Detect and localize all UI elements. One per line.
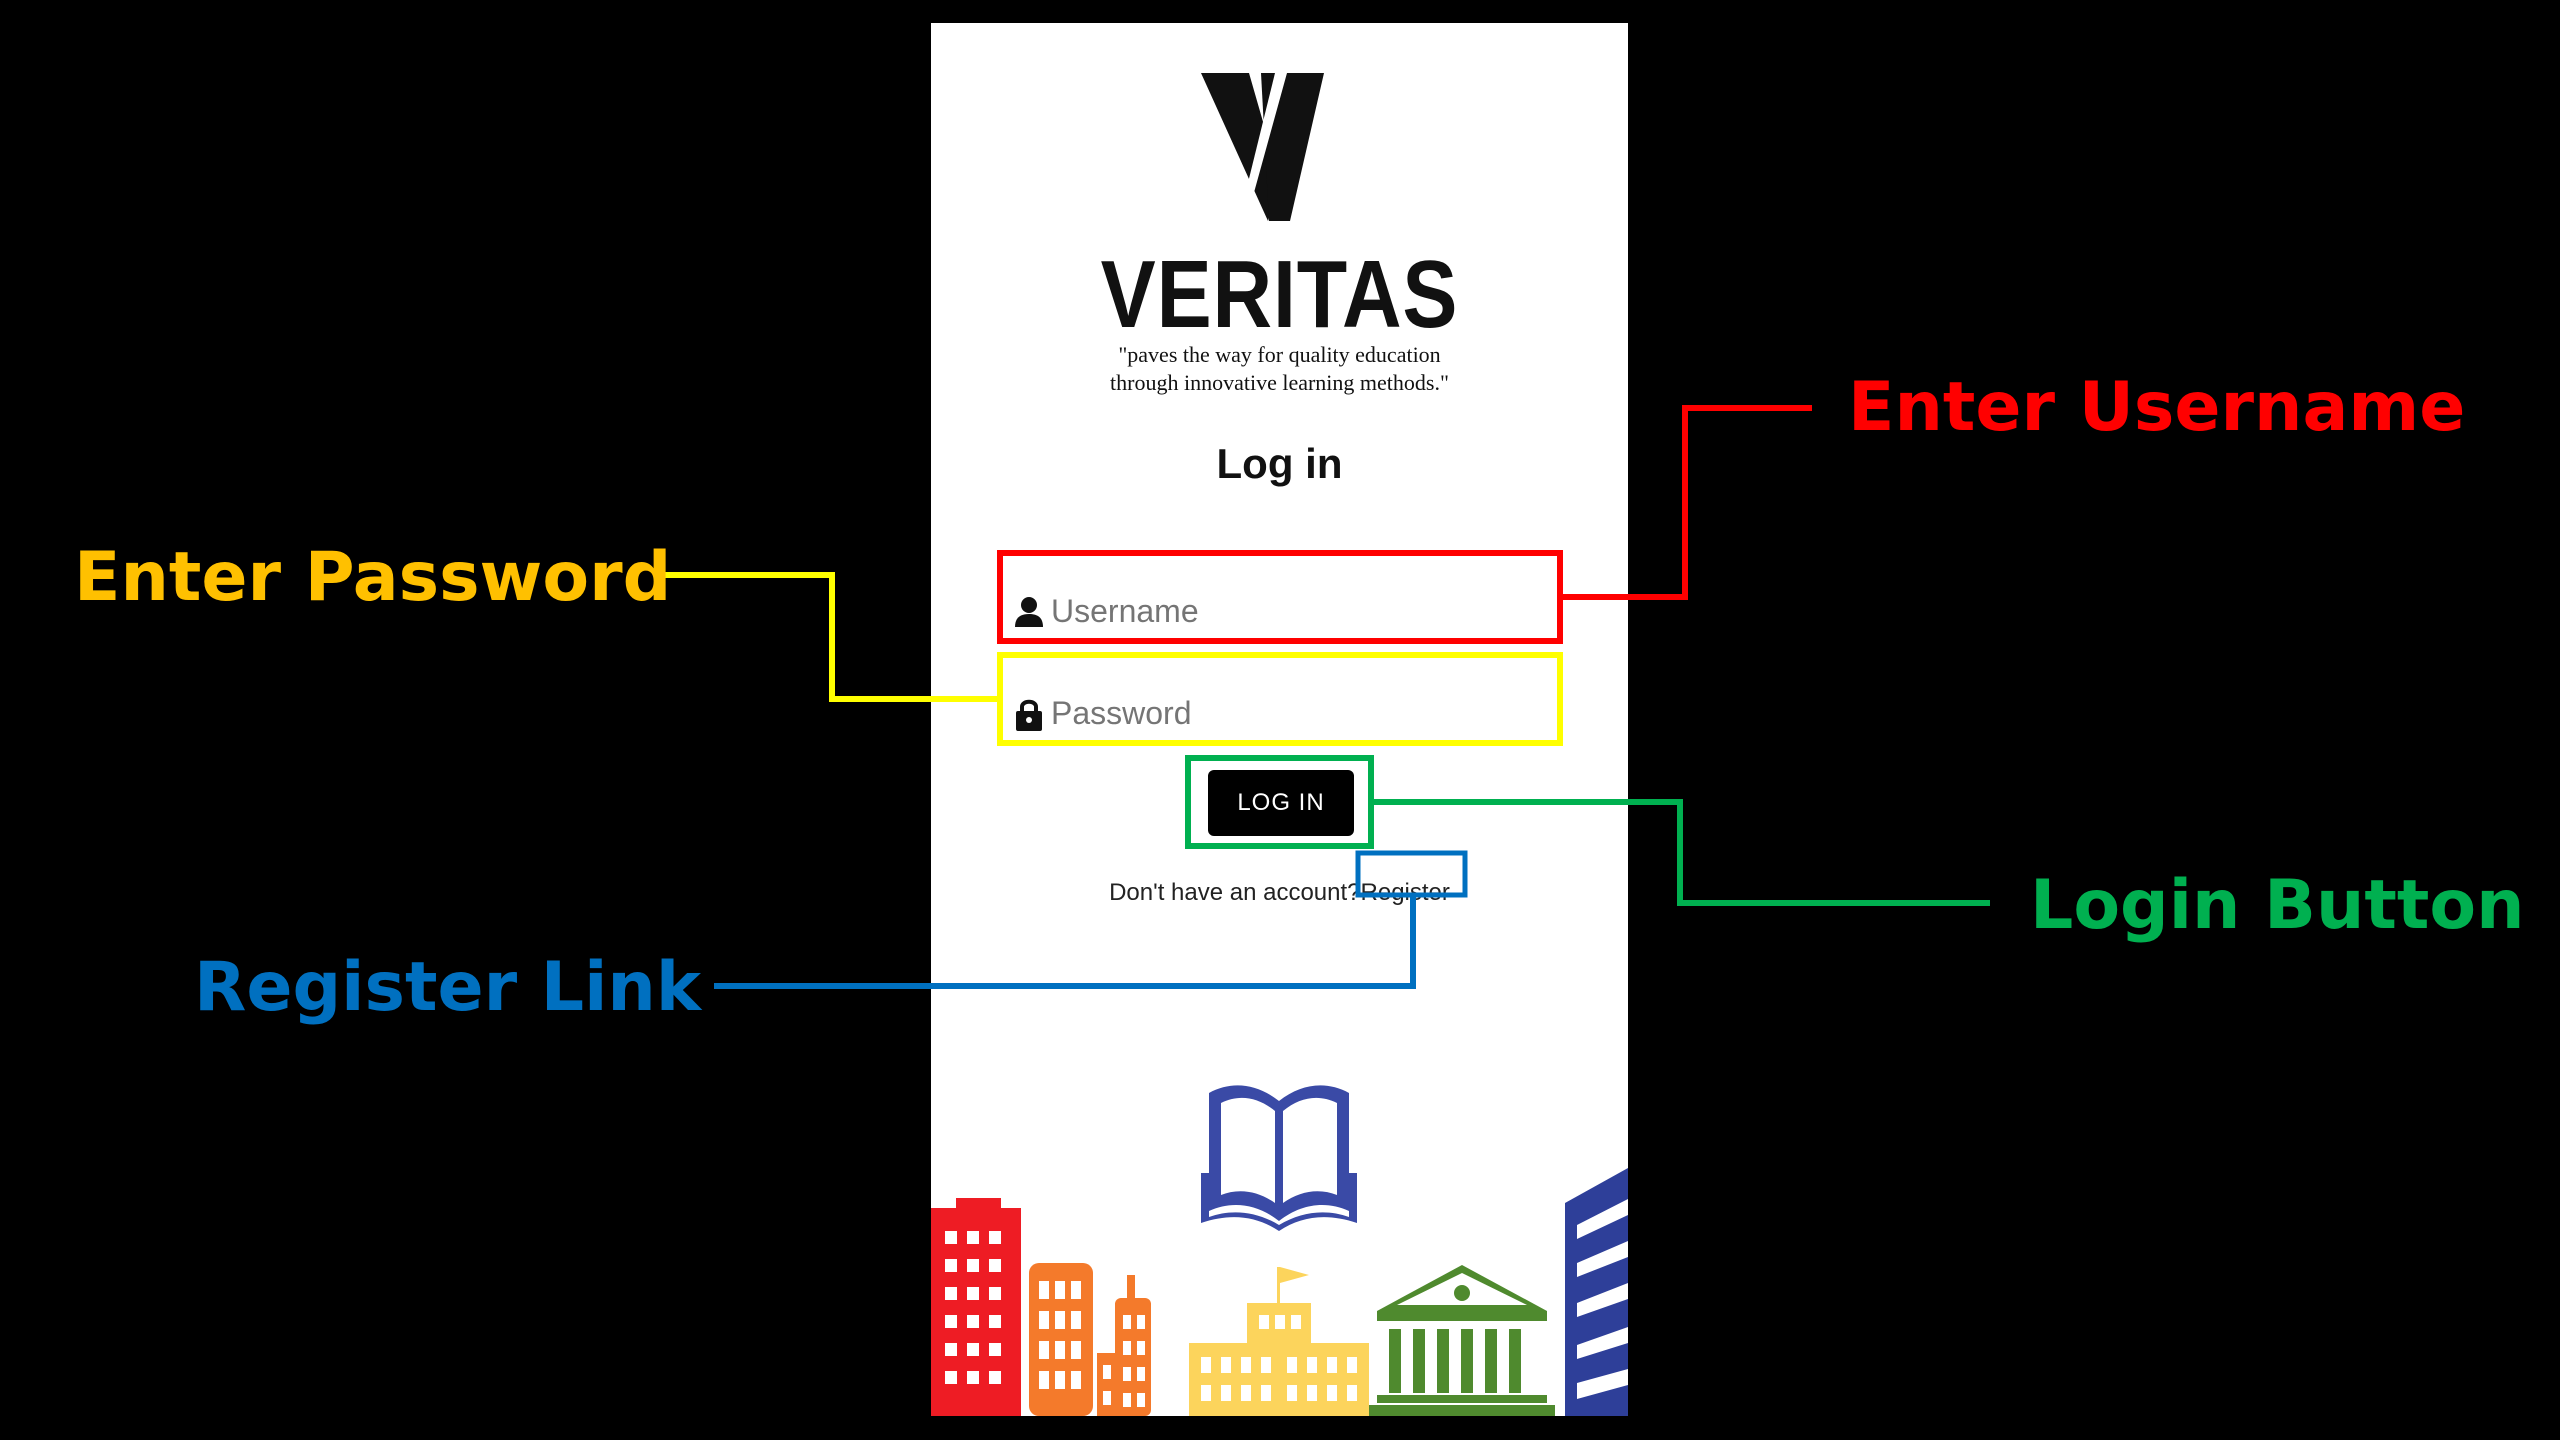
login-button[interactable]: LOG IN bbox=[1208, 770, 1354, 836]
register-link[interactable]: Register bbox=[1360, 879, 1450, 906]
user-icon bbox=[1015, 597, 1043, 627]
page-title: Log in bbox=[1216, 440, 1343, 487]
callout-enter-password: Enter Password bbox=[74, 538, 672, 617]
brand-name: VERITAS bbox=[1100, 241, 1459, 348]
register-prompt: Don't have an account?Register bbox=[931, 879, 1628, 907]
brand-tagline: "paves the way for quality education thr… bbox=[931, 341, 1628, 397]
green-museum bbox=[1369, 1265, 1555, 1416]
red-building bbox=[931, 1198, 1021, 1416]
callout-enter-username: Enter Username bbox=[1848, 368, 2466, 447]
phone-login-screen: VERITAS "paves the way for quality educa… bbox=[931, 23, 1628, 1416]
orange-buildings bbox=[1029, 1263, 1151, 1416]
open-book-icon bbox=[1201, 1085, 1357, 1231]
yellow-school bbox=[1189, 1267, 1369, 1416]
password-input[interactable] bbox=[1051, 691, 1541, 735]
username-input[interactable] bbox=[1051, 589, 1541, 633]
password-field[interactable] bbox=[1007, 683, 1551, 745]
lock-icon bbox=[1016, 699, 1042, 731]
callout-register-link: Register Link bbox=[194, 948, 702, 1027]
no-account-text: Don't have an account? bbox=[1109, 879, 1361, 906]
callout-login-button: Login Button bbox=[2030, 866, 2525, 945]
city-skyline-illustration bbox=[931, 1085, 1628, 1416]
veritas-v-logo-icon bbox=[1201, 73, 1324, 221]
tagline-line-2: through innovative learning methods." bbox=[1110, 370, 1449, 395]
blue-tower bbox=[1565, 1168, 1628, 1416]
username-field[interactable] bbox=[1007, 581, 1551, 643]
tagline-line-1: "paves the way for quality education bbox=[1118, 342, 1441, 367]
